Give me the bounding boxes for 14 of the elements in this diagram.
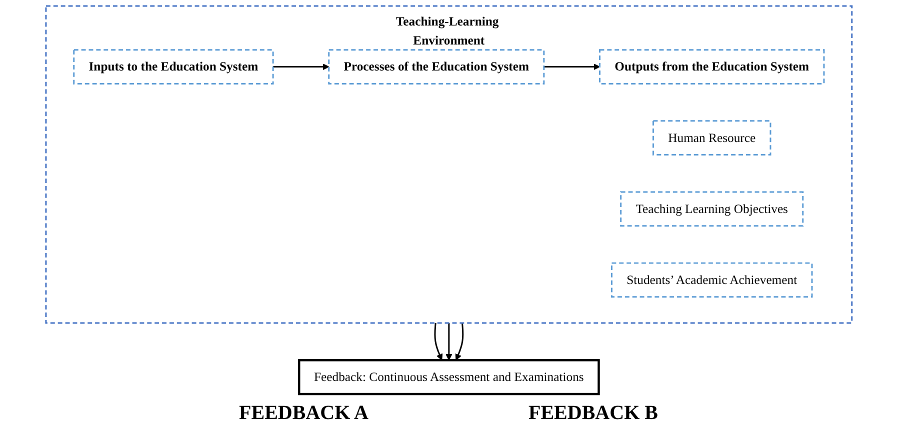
arrow bbox=[544, 64, 600, 70]
node-box: Students’ Academic Achievement bbox=[610, 262, 812, 298]
node-box: Inputs to the Education System bbox=[72, 49, 274, 84]
arrow bbox=[272, 64, 329, 70]
node-box: Human Resource bbox=[652, 120, 771, 156]
arrow bbox=[445, 322, 452, 360]
arrow bbox=[454, 322, 464, 360]
arrow bbox=[434, 322, 442, 360]
node-box: Processes of the Education System bbox=[328, 49, 544, 84]
node-box: Feedback: Continuous Assessment and Examinations bbox=[298, 359, 600, 396]
node-box: Outputs from the Education System bbox=[598, 49, 824, 84]
feedback-label: FEEDBACK A bbox=[239, 402, 368, 425]
feedback-label: FEEDBACK B bbox=[528, 402, 658, 425]
node-box: Teaching Learning Objectives bbox=[620, 191, 804, 227]
